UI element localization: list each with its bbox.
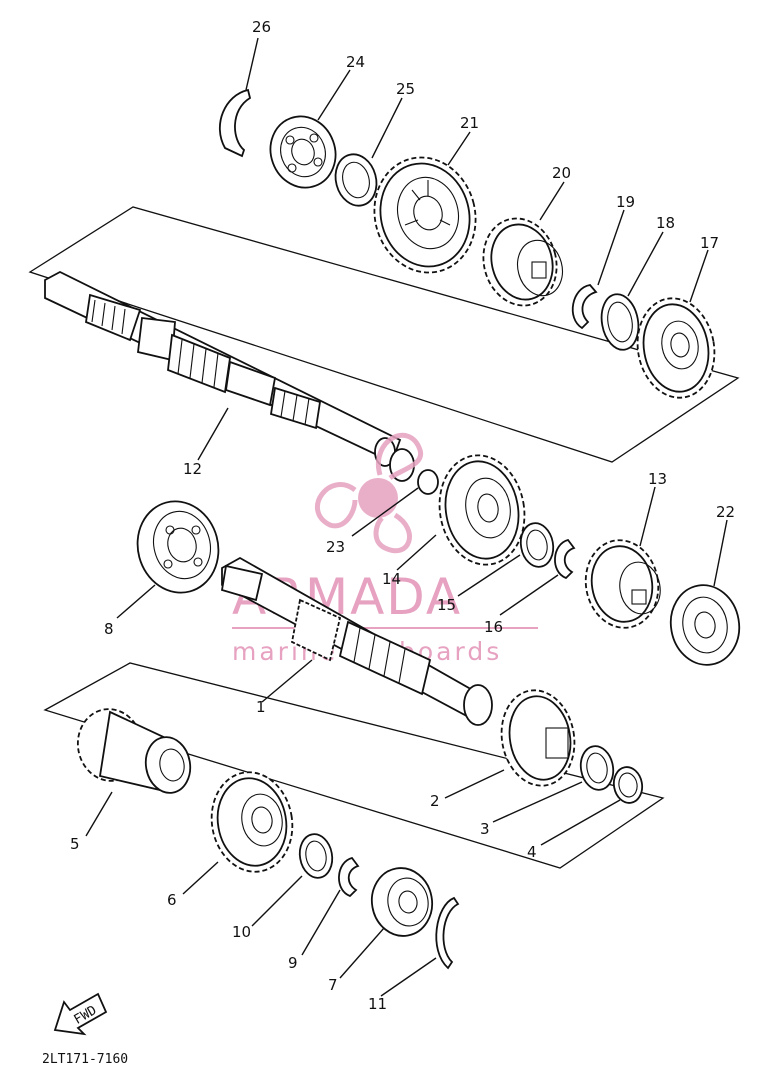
gear-part-17 [636,297,716,399]
washer-part-4 [612,766,644,804]
callout-9: 9 [288,954,298,972]
lower-group-outline [43,662,665,869]
circlip-part-9 [338,856,360,898]
washer-part-18 [600,293,640,351]
callout-6: 6 [167,891,177,909]
gear-part-2 [500,689,576,787]
diagram-code: 2LT171-7160 [42,1052,128,1067]
callout-2: 2 [430,792,440,810]
washer-part-15 [519,522,555,568]
washer-part-10 [298,833,334,879]
gear-part-21 [373,156,477,274]
gear-part-14 [438,454,526,566]
callout-labels: 26 24 25 21 20 19 18 17 12 23 14 13 22 1… [70,18,735,1013]
fwd-arrow-icon: FWD [53,992,108,1036]
callout-3: 3 [480,820,490,838]
callout-23: 23 [326,538,345,556]
callout-15: 15 [437,596,456,614]
callout-7: 7 [328,976,338,994]
gear-part-13 [584,539,661,629]
callout-21: 21 [460,114,479,132]
bearing-part-22 [669,584,741,666]
washer-part-3 [579,745,615,791]
circlip-part-26 [218,88,252,158]
gear-part-20 [482,217,564,307]
main-axle-part-12 [44,270,415,482]
bearing-part-8 [136,500,220,594]
gear-part-6 [210,771,294,873]
callout-18: 18 [656,214,675,232]
callout-25: 25 [396,80,415,98]
callout-16: 16 [484,618,503,636]
bearing-part-24 [269,115,337,189]
callout-12: 12 [183,460,202,478]
callout-10: 10 [232,923,251,941]
gear-part-5 [76,708,192,794]
callout-11: 11 [368,995,387,1013]
leader-lines [85,37,728,997]
callout-14: 14 [382,570,401,588]
washer-part-25 [334,153,378,207]
callout-17: 17 [700,234,719,252]
circlip-part-19 [571,284,598,330]
callout-22: 22 [716,503,735,521]
callout-26: 26 [252,18,271,36]
circlip-part-16 [554,538,576,580]
upper-group-outline [28,206,740,463]
callout-8: 8 [104,620,114,638]
circlip-part-11 [435,896,460,970]
callout-4: 4 [527,843,537,861]
callout-24: 24 [346,53,365,71]
callout-1: 1 [256,698,266,716]
callout-13: 13 [648,470,667,488]
callout-20: 20 [552,164,571,182]
bushing-part-23 [417,469,439,495]
armada-watermark-logo [315,432,424,554]
drive-axle-part-1 [220,556,493,726]
callout-19: 19 [616,193,635,211]
bearing-part-7 [370,867,434,937]
callout-5: 5 [70,835,80,853]
